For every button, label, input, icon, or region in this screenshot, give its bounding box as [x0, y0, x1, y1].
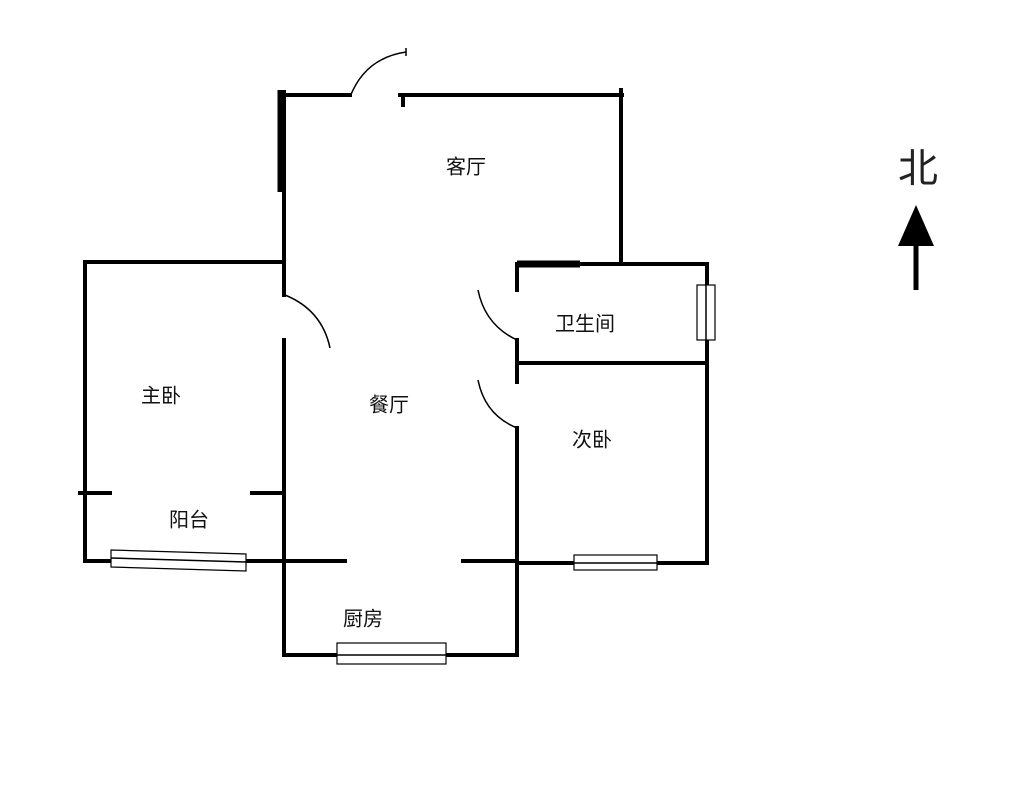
bathroom-door-arc [477, 289, 518, 341]
entrance-door-arc [349, 51, 407, 98]
compass-north-label: 北 [898, 146, 938, 192]
room-label-bathroom: 卫生间 [555, 311, 615, 336]
doors [284, 48, 518, 429]
room-label-living-room: 客厅 [446, 154, 486, 179]
room-label-master-bedroom: 主卧 [141, 383, 181, 408]
room-label-second-bedroom: 次卧 [572, 427, 612, 452]
second-bedroom-door-arc [477, 379, 518, 429]
master-bedroom-door-arc [284, 294, 331, 349]
room-label-dining-room: 餐厅 [369, 392, 409, 417]
room-label-balcony: 阳台 [169, 507, 209, 532]
room-label-kitchen: 厨房 [343, 606, 383, 631]
arrow-up-icon [898, 205, 934, 290]
windows [110, 284, 716, 665]
